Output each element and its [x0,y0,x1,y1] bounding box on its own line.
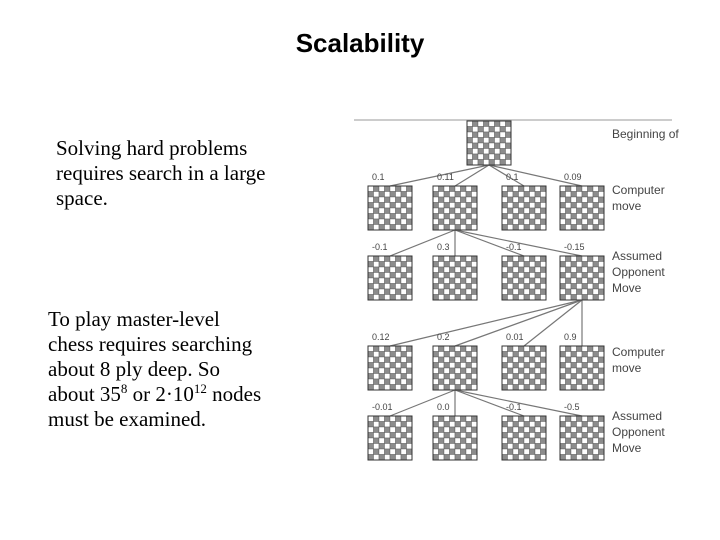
board-r4-2 [501,415,547,461]
row-label-1-1: move [612,199,642,213]
edge-r1-to-r2-2 [454,229,525,257]
node-value-r1-3: 0.09 [564,172,582,182]
node-value-r4-3: -0.5 [564,402,580,412]
node-value-r4-1: 0.0 [437,402,450,412]
row-label-2-2: Move [612,281,642,295]
chess-line-4: about 358 or 2·1012 nodes [48,382,328,407]
board-r1-3 [559,185,605,231]
edge-root-to-r1-0 [389,164,490,187]
board-r3-3 [559,345,605,391]
edge-r1-to-r2-3 [454,229,583,257]
edge-root-to-r1-3 [488,164,583,187]
board-r1-1 [432,185,478,231]
node-value-r1-1: 0.11 [437,172,454,182]
edge-r3-to-r4-3 [454,389,583,417]
node-value-r3-2: 0.01 [506,332,524,342]
board-r4-3 [559,415,605,461]
node-value-r1-2: 0.1 [506,172,519,182]
chess-line-5: must be examined. [48,407,207,431]
chess-line-3: about 8 ply deep. So [48,357,221,381]
paragraph-chess-estimate: To play master-level chess requires sear… [48,307,328,432]
board-r2-3 [559,255,605,301]
node-value-r3-3: 0.9 [564,332,577,342]
edge-r2-to-r3-2 [523,299,583,347]
paragraph-search-space: Solving hard problems requires search in… [56,136,266,210]
node-value-r2-2: -0.1 [506,242,522,252]
row-label-4-2: Move [612,441,642,455]
board-r3-0 [367,345,413,391]
board-r3-2 [501,345,547,391]
edge-r1-to-r2-0 [389,229,456,257]
exponent-12: 12 [193,381,207,396]
row-label-0-0: Beginning of game [612,127,680,141]
chess-line-4-a: about 35 [48,382,121,406]
row-label-2-0: Assumed [612,249,662,263]
edge-root-to-r1-1 [454,164,490,187]
node-value-r3-0: 0.12 [372,332,390,342]
game-tree-diagram: 0.1 0.11 0.1 0.09 -0.1 0.3 -0.1 -0.15 0.12 0.2 0.0… [354,119,680,461]
node-value-r1-0: 0.1 [372,172,385,182]
row-label-3-0: Computer [612,345,665,359]
board-r2-2 [501,255,547,301]
board-r2-0 [367,255,413,301]
board-r2-1 [432,255,478,301]
chess-line-4-b: or 2·10 [127,382,194,406]
board-root [466,120,512,166]
chess-line-4-c: nodes [206,382,262,406]
row-label-4-1: Opponent [612,425,665,439]
node-value-r2-3: -0.15 [564,242,585,252]
node-value-r3-1: 0.2 [437,332,450,342]
edge-r2-to-r3-0 [389,299,583,347]
chess-line-1: To play master-level [48,307,220,331]
board-r4-0 [367,415,413,461]
row-label-4-0: Assumed [612,409,662,423]
board-r1-0 [367,185,413,231]
slide-title: Scalability [295,28,425,58]
row-label-3-1: move [612,361,642,375]
edge-r3-to-r4-2 [454,389,525,417]
edge-root-to-r1-2 [488,164,525,187]
board-r4-1 [432,415,478,461]
row-label-2-1: Opponent [612,265,665,279]
node-value-r4-0: -0.01 [372,402,393,412]
row-label-1-0: Computer [612,183,665,197]
node-value-r4-2: -0.1 [506,402,522,412]
edge-r2-to-r3-1 [454,299,583,347]
exponent-8: 8 [120,381,128,396]
chess-line-2: chess requires searching [48,332,253,356]
node-value-r2-0: -0.1 [372,242,388,252]
node-value-r2-1: 0.3 [437,242,450,252]
edge-r3-to-r4-0 [389,389,456,417]
board-r1-2 [501,185,547,231]
board-r3-1 [432,345,478,391]
